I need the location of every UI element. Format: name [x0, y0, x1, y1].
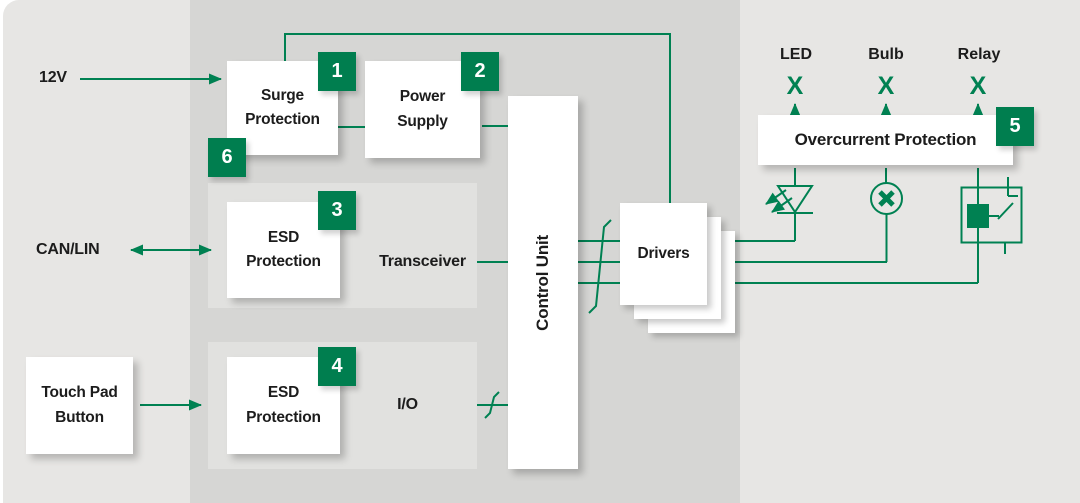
led-diode-icon — [765, 185, 814, 241]
bulb-icon — [870, 182, 903, 262]
badge-1: 1 — [318, 52, 356, 91]
block-drivers: Drivers — [620, 203, 707, 305]
label-transceiver: Transceiver — [379, 253, 466, 270]
badge-5: 5 — [996, 107, 1034, 146]
block-control-unit: Control Unit — [508, 96, 578, 469]
badge-6: 6 — [208, 138, 246, 177]
block-overcurrent-protection: Overcurrent Protection — [758, 115, 1013, 165]
label-canlin: CAN/LIN — [36, 241, 100, 258]
x-mark-relay: X — [969, 72, 987, 100]
badge-3: 3 — [318, 191, 356, 230]
block-touch-pad-button: Touch Pad Button — [26, 357, 133, 454]
label-relay: Relay — [957, 46, 1001, 63]
relay-icon — [960, 177, 1023, 283]
bus-slash-io — [484, 391, 500, 419]
label-led: LED — [780, 46, 812, 63]
x-mark-led: X — [786, 72, 804, 100]
bus-slash-drivers — [588, 219, 612, 314]
badge-2: 2 — [461, 52, 499, 91]
label-12v: 12V — [39, 69, 67, 86]
label-io: I/O — [397, 396, 418, 413]
block-power-supply: Power Supply — [365, 61, 480, 158]
badge-4: 4 — [318, 347, 356, 386]
x-mark-bulb: X — [877, 72, 895, 100]
label-bulb: Bulb — [868, 46, 904, 63]
wire-top-feedback — [284, 33, 671, 203]
